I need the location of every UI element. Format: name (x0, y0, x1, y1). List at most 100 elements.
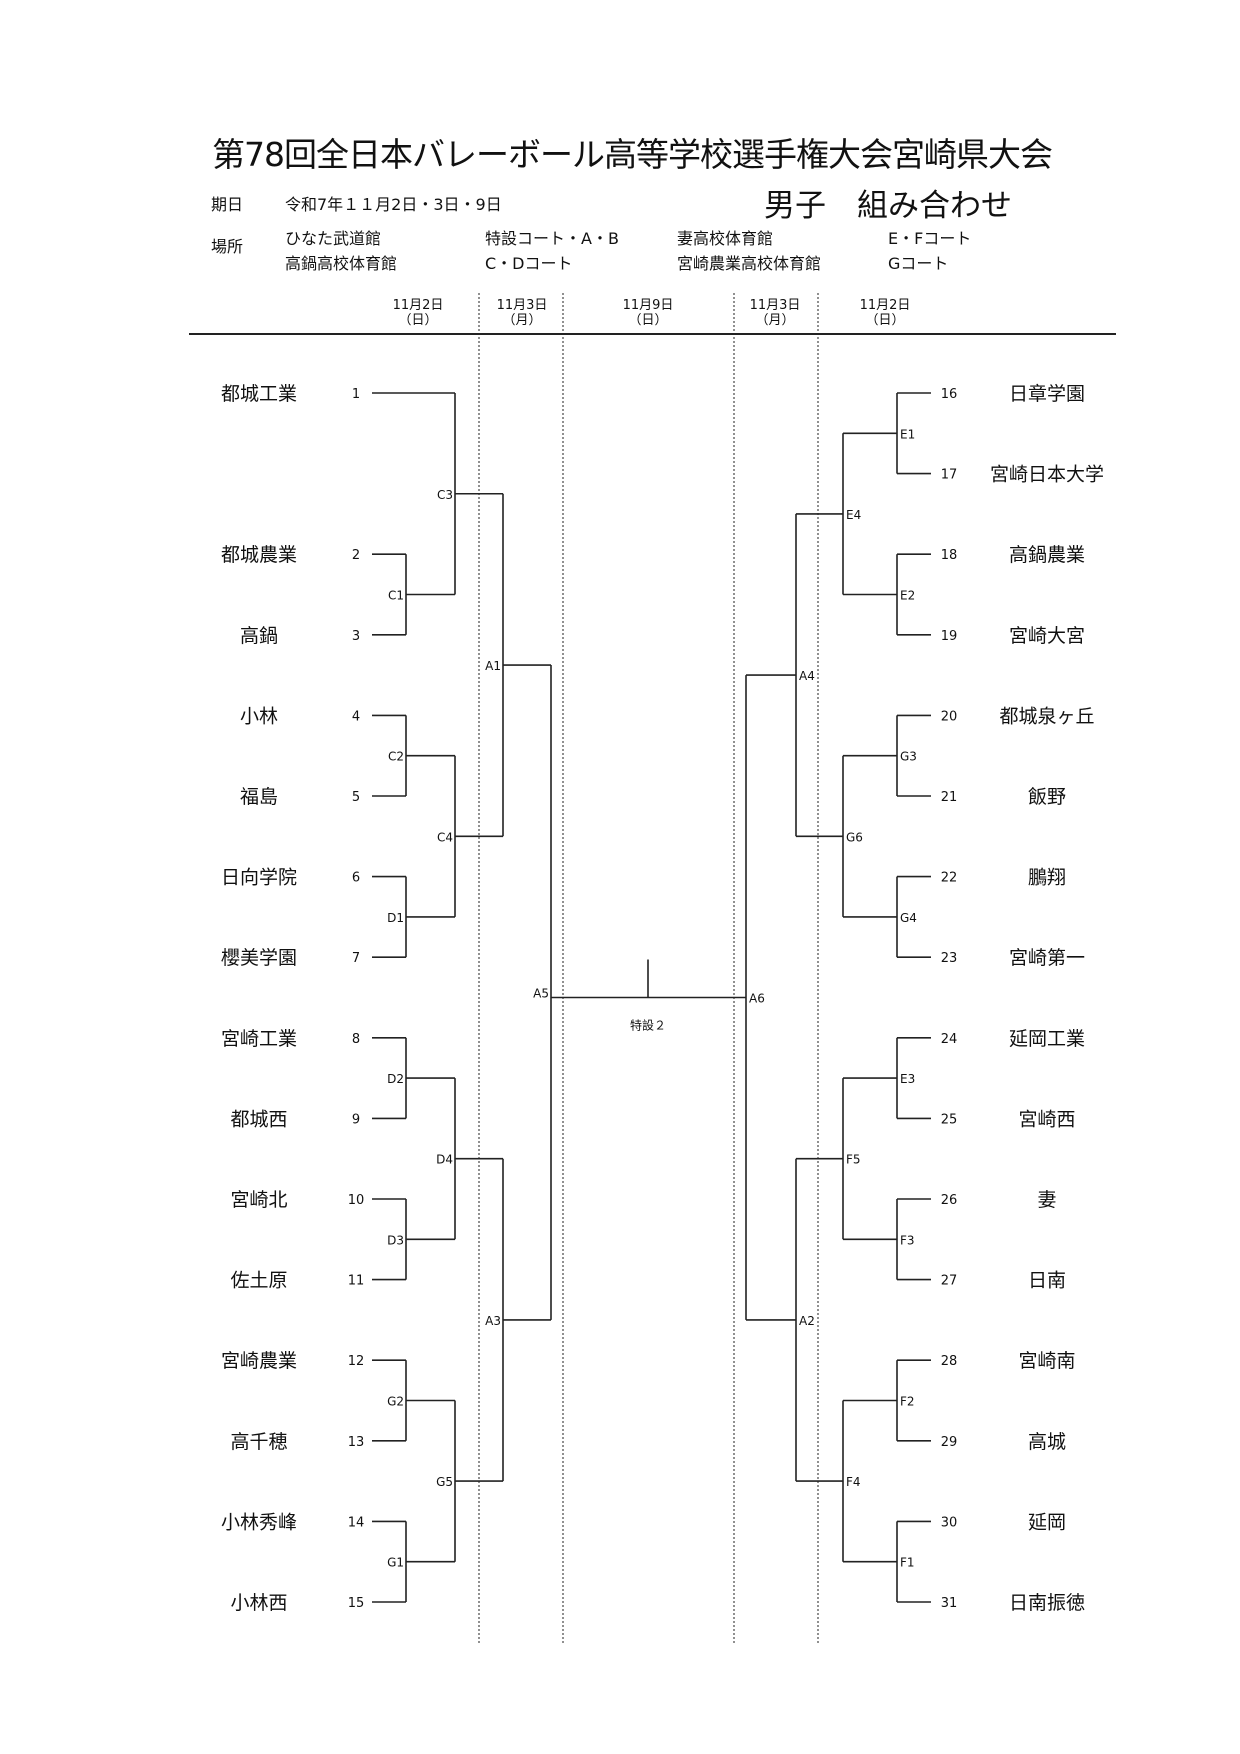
match-label: A2 (799, 1314, 815, 1328)
column-day: （日） (865, 313, 904, 328)
venue-name: 宮崎農業高校体育館 (677, 254, 822, 273)
seed-number: 8 (352, 1032, 360, 1047)
match-label: A5 (533, 986, 549, 1000)
team-name: 延岡工業 (1009, 1028, 1085, 1050)
match-label: D1 (387, 911, 404, 925)
team-name: 延岡 (1028, 1511, 1066, 1533)
match-label: A4 (799, 669, 815, 683)
final-court-label: 特設２ (630, 1018, 666, 1033)
match-label: G2 (387, 1395, 404, 1409)
seed-number: 15 (348, 1596, 365, 1611)
team-name: 福島 (240, 786, 278, 808)
column-day: （月） (502, 313, 541, 328)
team-name: 櫻美学園 (221, 947, 297, 969)
seed-number: 2 (352, 548, 360, 563)
venue-courts: Gコート (888, 254, 949, 273)
seed-number: 29 (941, 1435, 958, 1450)
team-name: 日南 (1028, 1270, 1066, 1292)
column-date: 11月2日 (393, 298, 444, 313)
seed-number: 20 (941, 709, 958, 724)
seed-number: 21 (941, 790, 958, 805)
match-label: E2 (900, 589, 915, 603)
team-name: 都城西 (230, 1108, 287, 1130)
match-label: G1 (387, 1556, 404, 1570)
seed-number: 5 (352, 790, 360, 805)
seed-number: 24 (941, 1032, 958, 1047)
team-name: 宮崎北 (230, 1189, 287, 1211)
team-name: 宮崎西 (1018, 1108, 1075, 1130)
seed-number: 23 (941, 951, 958, 966)
match-label: G4 (900, 911, 917, 925)
seed-number: 6 (352, 871, 360, 886)
seed-number: 17 (941, 468, 958, 483)
team-name: 都城泉ヶ丘 (999, 705, 1094, 727)
match-label: F3 (900, 1233, 915, 1247)
match-label: F4 (846, 1475, 861, 1489)
match-label: G6 (846, 830, 863, 844)
seed-number: 18 (941, 548, 958, 563)
venue-courts: C・Dコート (485, 254, 573, 273)
match-label: D3 (387, 1233, 404, 1247)
seed-number: 10 (348, 1193, 365, 1208)
seed-number: 7 (352, 951, 360, 966)
seed-number: 11 (348, 1274, 365, 1289)
team-name: 宮崎第一 (1009, 947, 1085, 969)
column-date: 11月2日 (860, 298, 911, 313)
venue-courts: E・Fコート (888, 229, 972, 248)
venue-name: 高鍋高校体育館 (285, 254, 398, 273)
seed-number: 30 (941, 1515, 958, 1530)
team-name: 小林秀峰 (221, 1511, 297, 1533)
team-name: 小林西 (230, 1592, 287, 1614)
column-day: （月） (755, 313, 794, 328)
page-title: 第78回全日本バレーボール高等学校選手権大会宮崎県大会 (212, 135, 1053, 174)
team-name: 都城工業 (221, 383, 297, 405)
seed-number: 31 (941, 1596, 958, 1611)
match-label: D4 (436, 1153, 453, 1167)
column-day: （日） (398, 313, 437, 328)
seed-number: 16 (941, 387, 958, 402)
seed-number: 28 (941, 1354, 958, 1369)
match-label: D2 (387, 1072, 404, 1086)
team-name: 妻 (1037, 1189, 1056, 1211)
seed-number: 4 (352, 709, 360, 724)
match-label: G3 (900, 750, 917, 764)
team-name: 宮崎南 (1018, 1350, 1075, 1372)
team-name: 高鍋農業 (1009, 544, 1085, 566)
match-label: C1 (388, 589, 404, 603)
team-name: 日向学院 (221, 867, 297, 889)
team-name: 宮崎工業 (221, 1028, 297, 1050)
seed-number: 1 (352, 387, 360, 402)
team-name: 宮崎日本大学 (990, 464, 1104, 486)
match-label: F1 (900, 1556, 915, 1570)
seed-number: 14 (348, 1515, 365, 1530)
venue-courts: 特設コート・A・B (485, 229, 619, 248)
match-label: C3 (437, 488, 453, 502)
column-date: 11月3日 (750, 298, 801, 313)
column-date: 11月9日 (623, 298, 674, 313)
match-label: A3 (485, 1314, 501, 1328)
match-label: G5 (436, 1475, 453, 1489)
team-name: 日南振徳 (1009, 1592, 1085, 1614)
match-label: C4 (437, 830, 453, 844)
column-day: （日） (628, 313, 667, 328)
team-name: 都城農業 (221, 544, 297, 566)
match-label: E3 (900, 1072, 915, 1086)
team-name: 高城 (1028, 1431, 1066, 1453)
team-name: 鵬翔 (1028, 867, 1066, 889)
team-name: 高鍋 (240, 625, 278, 647)
team-name: 佐土原 (230, 1270, 287, 1292)
team-name: 飯野 (1028, 786, 1066, 808)
team-name: 小林 (240, 705, 278, 727)
venue-label: 場所 (211, 237, 244, 256)
schedule-value: 令和7年１１月2日・3日・9日 (285, 195, 502, 214)
seed-number: 9 (352, 1112, 360, 1127)
team-name: 日章学園 (1009, 383, 1085, 405)
match-label: C2 (388, 750, 404, 764)
seed-number: 3 (352, 629, 360, 644)
seed-number: 27 (941, 1274, 958, 1289)
page-subtitle: 男子 組み合わせ (764, 188, 1012, 224)
match-label: E1 (900, 427, 915, 441)
column-date: 11月3日 (497, 298, 548, 313)
seed-number: 12 (348, 1354, 365, 1369)
